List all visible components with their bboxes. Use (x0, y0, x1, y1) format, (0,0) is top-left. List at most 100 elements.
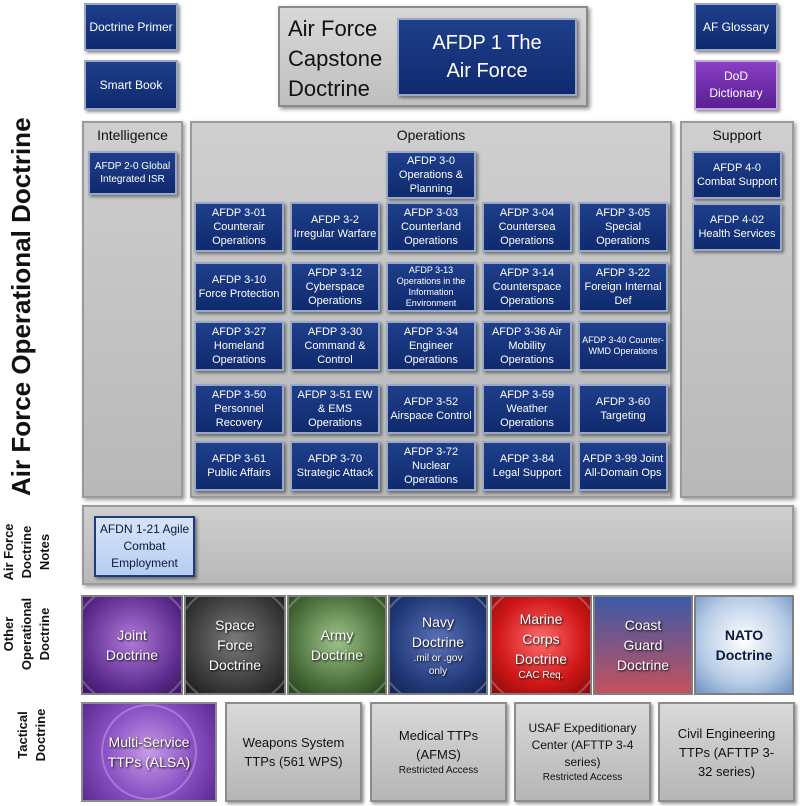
tile-label: AFDP 3-22 Foreign Internal Def (584, 267, 662, 307)
tile-label: AFDP 3-99 Joint All-Domain Ops (582, 453, 664, 479)
capstone-title: Air Force Capstone Doctrine (288, 16, 383, 101)
operations-tile-r3-c2[interactable]: AFDP 3-30 Command & Control (290, 321, 380, 371)
operations-tile-r3-c4[interactable]: AFDP 3-36 Air Mobility Operations (482, 321, 572, 371)
tactical-doctrine-label: Tactical Doctrine (15, 708, 48, 762)
space-force-doctrine-button[interactable]: Space Force Doctrine (184, 595, 286, 695)
tile-label: AFDP 3-60 Targeting (595, 396, 651, 422)
doctrine-notes-label: Air Force Doctrine Notes (1, 523, 52, 581)
af-glossary-label: AF Glossary (702, 19, 769, 34)
weapons-label: Weapons System TTPs (561 WPS) (242, 735, 345, 769)
afdn-1-21-button[interactable]: AFDN 1-21 Agile Combat Employment (94, 516, 195, 577)
usaf-exp-sub-label: Restricted Access (542, 771, 623, 783)
tile-label: AFDP 3-52 Airspace Control (390, 396, 472, 422)
afdp-4-02-button[interactable]: AFDP 4-02 Health Services (692, 203, 782, 251)
operations-tile-r4-c4[interactable]: AFDP 3-59 Weather Operations (482, 384, 572, 434)
doctrine-primer-button[interactable]: Doctrine Primer (84, 3, 178, 51)
tile-label: AFDP 3-30 Command & Control (304, 326, 366, 366)
tile-label: AFDP 3-05 Special Operations (595, 207, 651, 247)
tile-label: AFDP 3-2 Irregular Warfare (293, 214, 377, 240)
army-doctrine-button[interactable]: Army Doctrine (287, 595, 387, 695)
tile-label: AFDP 3-70 Strategic Attack (296, 453, 374, 479)
tile-label: AFDP 4-0 Combat Support (696, 162, 778, 188)
coast-guard-label: Coast Guard Doctrine (616, 617, 670, 673)
nato-label: NATO Doctrine (715, 627, 773, 663)
tile-label: AFDP 4-02 Health Services (698, 214, 776, 240)
tile-label: AFDP 3-10 Force Protection (198, 274, 280, 300)
dod-dictionary-button[interactable]: DoD Dictionary (694, 60, 778, 110)
navy-doctrine-button[interactable]: Navy Doctrine .mil or .gov only (388, 595, 488, 695)
coast-guard-doctrine-button[interactable]: Coast Guard Doctrine (593, 595, 693, 695)
medical-label: Medical TTPs (AFMS) (398, 728, 479, 762)
army-label: Army Doctrine (310, 627, 364, 663)
smart-book-label: Smart Book (99, 77, 163, 92)
operations-tile-r1-c4[interactable]: AFDP 3-04 Countersea Operations (482, 202, 572, 252)
afdp-2-0-button[interactable]: AFDP 2-0 Global Integrated ISR (88, 151, 177, 195)
tile-label: AFDP 3-04 Countersea Operations (498, 207, 556, 247)
tile-label: AFDP 3-40 Counter-WMD Operations (582, 335, 664, 356)
tile-label: AFDP 3-12 Cyberspace Operations (305, 267, 365, 307)
alsa-button[interactable]: Multi-Service TTPs (ALSA) (81, 702, 217, 802)
operations-tile-r1-c3[interactable]: AFDP 3-03 Counterland Operations (386, 202, 476, 252)
operations-tile-r2-c5[interactable]: AFDP 3-22 Foreign Internal Def (578, 262, 668, 312)
tile-label: AFDP 3-34 Engineer Operations (403, 326, 459, 366)
smart-book-button[interactable]: Smart Book (84, 60, 178, 110)
operations-tile-r4-c1[interactable]: AFDP 3-50 Personnel Recovery (194, 384, 284, 434)
nato-doctrine-button[interactable]: NATO Doctrine (694, 595, 794, 695)
tile-label: AFDP 3-84 Legal Support (492, 453, 562, 479)
joint-doctrine-button[interactable]: Joint Doctrine (81, 595, 183, 695)
tile-label: AFDP 3-14 Counterspace Operations (492, 267, 562, 307)
navy-label: Navy Doctrine (411, 614, 465, 650)
tile-label: AFDP 3-61 Public Affairs (207, 453, 271, 479)
operations-tile-r1-c2[interactable]: AFDP 3-2 Irregular Warfare (290, 202, 380, 252)
operations-tile-r5-c5[interactable]: AFDP 3-99 Joint All-Domain Ops (578, 441, 668, 491)
operations-tile-r1-c1[interactable]: AFDP 3-01 Counterair Operations (194, 202, 284, 252)
tile-label: AFDP 3-59 Weather Operations (499, 389, 555, 429)
intelligence-title: Intelligence (97, 127, 168, 143)
capstone-box: Air Force Capstone Doctrine AFDP 1 The A… (278, 6, 588, 107)
operations-tile-r2-c3[interactable]: AFDP 3-13 Operations in the Information … (386, 262, 476, 312)
tile-label: AFDP 3-01 Counterair Operations (211, 207, 267, 247)
tile-label: AFDP 3-51 EW & EMS Operations (297, 389, 373, 429)
operations-tile-r3-c1[interactable]: AFDP 3-27 Homeland Operations (194, 321, 284, 371)
medical-ttps-button[interactable]: Medical TTPs (AFMS) Restricted Access (370, 702, 507, 802)
doctrine-primer-label: Doctrine Primer (89, 19, 173, 34)
operations-tile-r4-c5[interactable]: AFDP 3-60 Targeting (578, 384, 668, 434)
operations-tile-r2-c4[interactable]: AFDP 3-14 Counterspace Operations (482, 262, 572, 312)
afdp1-label: AFDP 1 The Air Force (432, 32, 542, 82)
operations-tile-r4-c2[interactable]: AFDP 3-51 EW & EMS Operations (290, 384, 380, 434)
operations-tile-r2-c2[interactable]: AFDP 3-12 Cyberspace Operations (290, 262, 380, 312)
afdp-3-0-button[interactable]: AFDP 3-0 Operations & Planning (386, 151, 476, 199)
operations-tile-r1-c5[interactable]: AFDP 3-05 Special Operations (578, 202, 668, 252)
alsa-label: Multi-Service TTPs (ALSA) (107, 734, 191, 770)
operations-tile-r3-c5[interactable]: AFDP 3-40 Counter-WMD Operations (578, 321, 668, 371)
civil-label: Civil Engineering TTPs (AFTTP 3-32 serie… (677, 725, 776, 779)
operations-title: Operations (396, 127, 466, 143)
doctrine-notes-panel: AFDN 1-21 Agile Combat Employment (82, 505, 794, 585)
navy-sub-label: .mil or .gov only (413, 653, 463, 677)
operations-tile-r4-c3[interactable]: AFDP 3-52 Airspace Control (386, 384, 476, 434)
operations-tile-r2-c1[interactable]: AFDP 3-10 Force Protection (194, 262, 284, 312)
operations-tile-r3-c3[interactable]: AFDP 3-34 Engineer Operations (386, 321, 476, 371)
afdp1-button[interactable]: AFDP 1 The Air Force (397, 18, 577, 96)
operations-tile-r5-c4[interactable]: AFDP 3-84 Legal Support (482, 441, 572, 491)
weapons-system-ttps-button[interactable]: Weapons System TTPs (561 WPS) (225, 702, 362, 802)
tile-label: AFDP 3-0 Operations & Planning (398, 155, 464, 195)
space-force-label: Space Force Doctrine (208, 617, 262, 673)
tile-label: AFDP 3-72 Nuclear Operations (403, 446, 459, 486)
operations-tile-r5-c3[interactable]: AFDP 3-72 Nuclear Operations (386, 441, 476, 491)
usaf-exp-label: USAF Expeditionary Center (AFTTP 3-4 ser… (528, 720, 637, 769)
dod-dictionary-label: DoD Dictionary (709, 69, 763, 100)
usaf-expeditionary-button[interactable]: USAF Expeditionary Center (AFTTP 3-4 ser… (514, 702, 651, 802)
medical-sub-label: Restricted Access (398, 765, 479, 776)
civil-engineering-ttps-button[interactable]: Civil Engineering TTPs (AFTTP 3-32 serie… (658, 702, 795, 802)
support-panel: Support AFDP 4-0 Combat Support AFDP 4-0… (680, 121, 794, 498)
operations-tile-r5-c1[interactable]: AFDP 3-61 Public Affairs (194, 441, 284, 491)
afdp-4-0-button[interactable]: AFDP 4-0 Combat Support (692, 151, 782, 199)
marine-corps-doctrine-button[interactable]: Marine Corps Doctrine CAC Req. (490, 595, 592, 695)
operational-doctrine-label: Air Force Operational Doctrine (6, 117, 36, 496)
joint-label: Joint Doctrine (105, 627, 159, 663)
other-doctrine-label: Other Operational Doctrine (1, 597, 52, 671)
af-glossary-button[interactable]: AF Glossary (694, 3, 778, 51)
operations-tile-r5-c2[interactable]: AFDP 3-70 Strategic Attack (290, 441, 380, 491)
tile-label: AFDN 1-21 Agile Combat Employment (99, 522, 190, 570)
